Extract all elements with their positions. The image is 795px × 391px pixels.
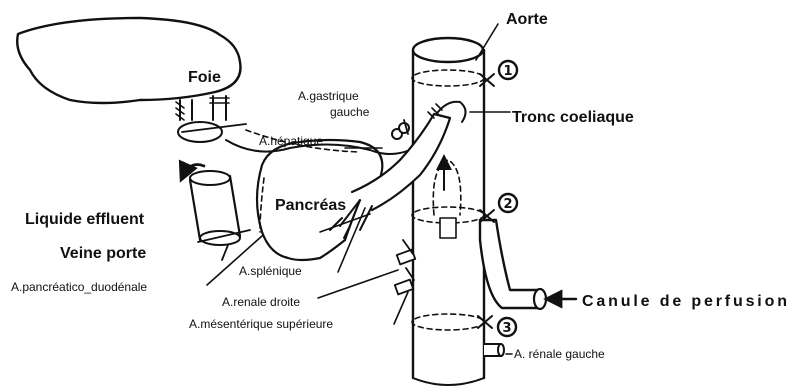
veine-porte-label: Veine porte: [60, 245, 146, 262]
liquide-effluent-label: Liquide effluent: [25, 211, 145, 228]
pancreas-label: Pancréas: [275, 197, 346, 214]
ligature-3-number: 3: [502, 321, 511, 336]
ligature-2-number: 2: [503, 197, 512, 212]
a-renale-gauche-label: A. rénale gauche: [514, 347, 605, 361]
a-hepatique-label: A.hépatique: [259, 134, 323, 148]
gastric-artery-clamp: [392, 120, 409, 139]
foie-label: Foie: [188, 69, 221, 86]
tronc-coeliaque-label: Tronc coeliaque: [512, 109, 634, 126]
a-gastrique-label-line2: gauche: [330, 105, 370, 119]
a-renale-droite-label: A.renale droite: [222, 295, 300, 309]
left-renal-artery: [484, 344, 504, 356]
a-splenique-label: A.splénique: [239, 264, 302, 278]
portal-vein: [190, 171, 250, 260]
perfusion-cannula: [480, 220, 546, 309]
canule-de-perfusion-label: Canule de perfusion: [582, 293, 787, 310]
aorta: [412, 38, 484, 385]
aorte-label: Aorte: [506, 11, 548, 28]
a-mesenterique-superieure-label: A.mésentérique supérieure: [189, 317, 333, 331]
ligature-1-number: 1: [503, 64, 512, 79]
a-pancreatico-duodenale-label: A.pancréatico_duodénale: [11, 280, 147, 294]
a-gastrique-label-line1: A.gastrique: [298, 89, 359, 103]
